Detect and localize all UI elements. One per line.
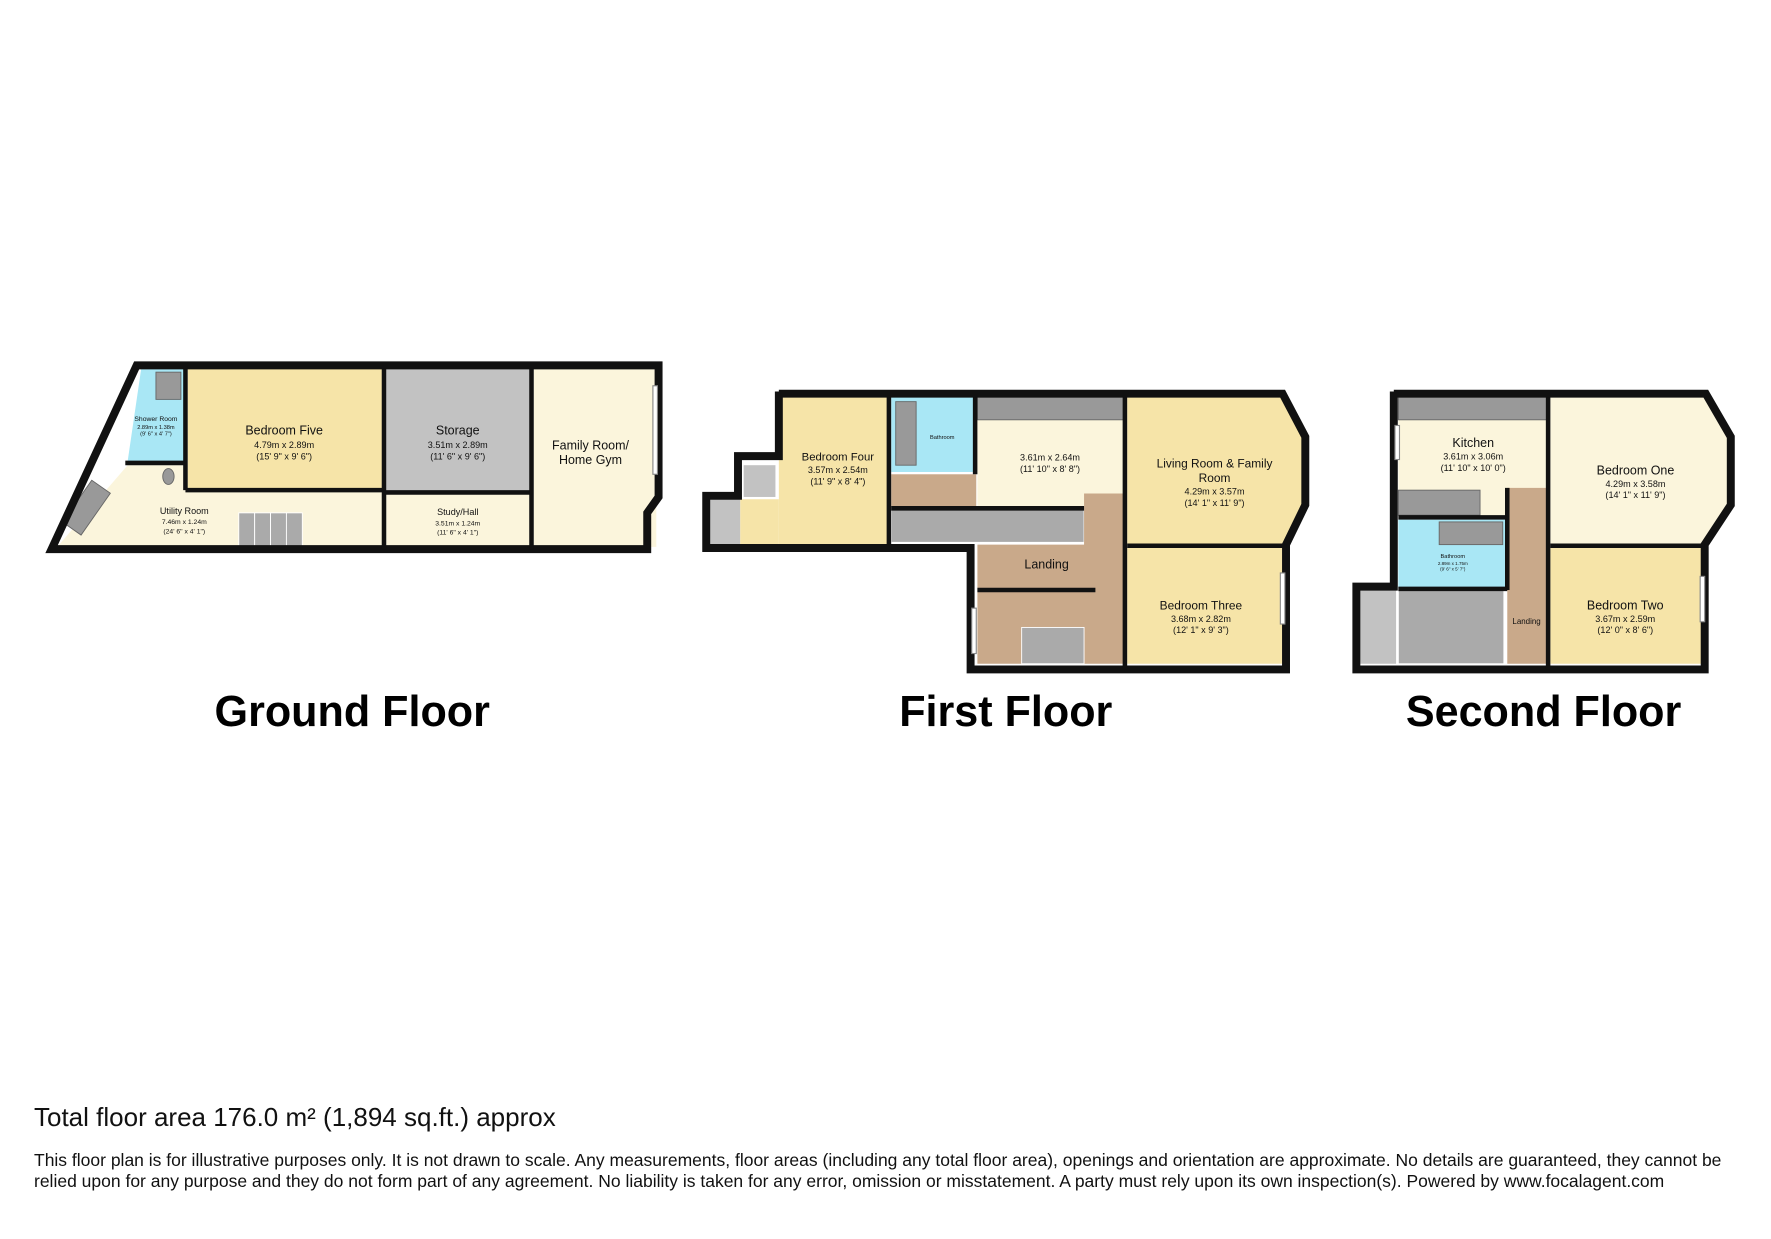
study-hall — [386, 492, 531, 547]
landing — [1507, 487, 1547, 664]
room-dims-ft: (12' 1" x 9' 3") — [1173, 625, 1229, 635]
room-name: Landing — [1024, 557, 1068, 571]
staircase — [890, 507, 1085, 543]
staircase — [1397, 589, 1505, 665]
room-dims-ft: (9' 6" x 5' 7") — [1440, 567, 1466, 572]
room-name: Bedroom Four — [802, 452, 875, 464]
bedroom-five — [187, 368, 383, 491]
room-name: Bedroom One — [1597, 463, 1675, 477]
window — [652, 385, 659, 475]
room-name: Bedroom Five — [245, 424, 323, 438]
room-dims-ft: (11' 6" x 9' 6") — [430, 452, 485, 462]
room-name: Landing — [1512, 617, 1540, 626]
closet — [709, 499, 741, 545]
shower-tray — [155, 371, 182, 400]
family-room — [533, 368, 657, 547]
floor-title: Ground Floor — [215, 688, 491, 736]
room-dims-ft: (11' 10" x 8' 8") — [1020, 464, 1080, 474]
second-floor-plan: Kitchen 3.61m x 3.06m (11' 10" x 10' 0")… — [1352, 389, 1735, 736]
room-name: Utility Room — [160, 506, 209, 516]
room-dims: 3.51m x 1.24m — [435, 520, 480, 527]
ground-floor-plan: Shower Room 2.89m x 1.38m (9' 6" x 4' 7"… — [45, 361, 663, 736]
room-dims-ft: (14' 1" x 11' 9") — [1184, 498, 1244, 508]
disclaimer: This floor plan is for illustrative purp… — [34, 1150, 1722, 1191]
room-name: Family Room/ — [552, 438, 629, 452]
room-name: Bedroom Two — [1587, 598, 1664, 612]
room-name: Kitchen — [1452, 436, 1494, 450]
room-dims-ft: (15' 9" x 9' 6") — [256, 452, 312, 462]
room-dims: 3.67m x 2.59m — [1595, 614, 1655, 624]
toilet — [162, 468, 175, 485]
storage — [386, 368, 531, 491]
floor-title: Second Floor — [1406, 688, 1682, 736]
bath — [895, 401, 917, 466]
room-dims-ft: (9' 6" x 4' 7") — [140, 432, 172, 438]
closet — [743, 465, 776, 497]
landing — [977, 493, 1124, 664]
room-name: Living Room & Family — [1157, 456, 1273, 470]
room-name: Home Gym — [559, 453, 622, 467]
room-dims: 3.61m x 3.06m — [1443, 452, 1503, 462]
room-dims: 4.79m x 2.89m — [254, 440, 314, 450]
room-dims: 3.61m x 2.64m — [1020, 453, 1080, 463]
room-dims: 3.51m x 2.89m — [428, 440, 488, 450]
room-name: Storage — [436, 424, 480, 438]
room-dims: 7.46m x 1.24m — [162, 519, 207, 526]
room-dims: 4.29m x 3.57m — [1185, 487, 1245, 497]
room-dims-ft: (12' 0" x 8' 6") — [1597, 625, 1653, 635]
room-dims: 2.89m x 1.75m — [1438, 561, 1468, 566]
room-name: Bathroom — [930, 435, 955, 441]
total-floor-area: Total floor area 176.0 m² (1,894 sq.ft.)… — [34, 1102, 556, 1132]
room-dims: 3.57m x 2.54m — [808, 465, 868, 475]
closet — [1359, 590, 1397, 664]
living-room — [1127, 397, 1287, 545]
room-name: Bedroom Three — [1160, 598, 1243, 612]
room-dims-ft: (11' 6" x 4' 1") — [437, 529, 478, 536]
first-floor-plan: Bedroom Four 3.57m x 2.54m (11' 9" x 8' … — [702, 389, 1310, 736]
room-dims-ft: (14' 1" x 11' 9") — [1605, 490, 1665, 500]
bedroom-three — [1127, 548, 1283, 664]
bedroom-one — [1550, 397, 1710, 545]
room-name: Study/Hall — [437, 507, 478, 517]
bedroom-four — [778, 397, 888, 545]
room-dims: 3.68m x 2.82m — [1171, 614, 1231, 624]
bedroom-two — [1550, 548, 1703, 664]
room-dims-ft: (11' 10" x 10' 0") — [1441, 463, 1506, 473]
floor-title: First Floor — [899, 688, 1112, 736]
hallway — [891, 474, 977, 507]
room-name: Room — [1199, 471, 1231, 485]
worktop — [976, 396, 1126, 421]
room-dims-ft: (24' 6" x 4' 1") — [163, 528, 205, 535]
room-dims-ft: (11' 9" x 8' 4") — [810, 476, 865, 486]
room-name: Bathroom — [1441, 554, 1466, 560]
staircase — [238, 512, 303, 548]
room-dims: 2.89m x 1.38m — [137, 425, 175, 431]
room-name: Shower Room — [134, 416, 177, 423]
room-dims: 4.29m x 3.58m — [1606, 479, 1666, 489]
